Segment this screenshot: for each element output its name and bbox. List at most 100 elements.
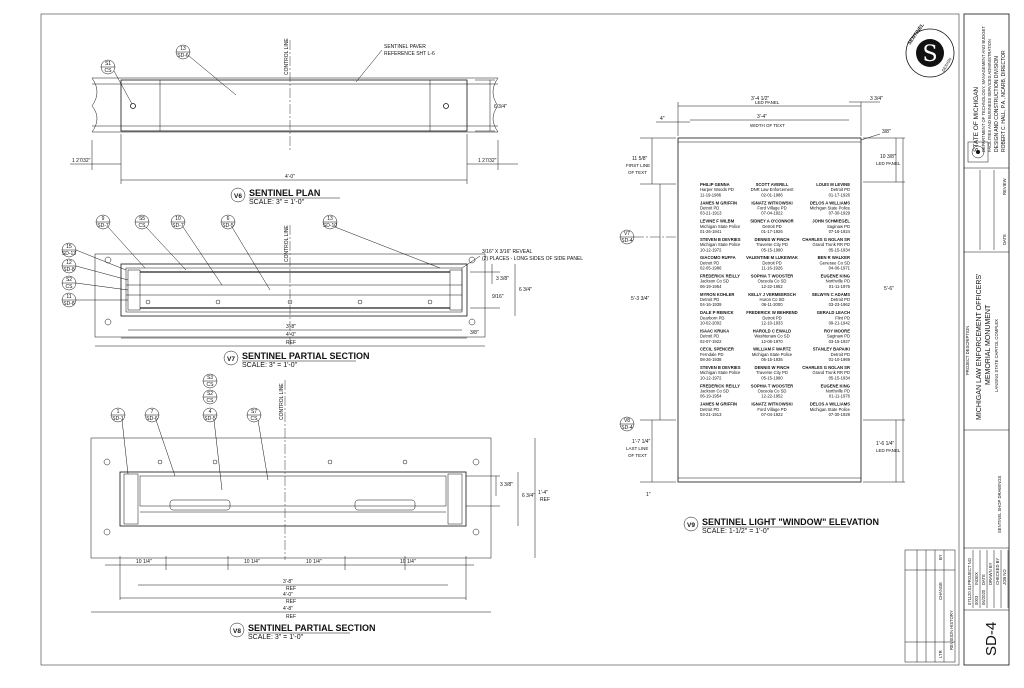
officer-name: DALE P REINICK	[700, 310, 734, 315]
svg-text:PROJECT DESCRIPTION: PROJECT DESCRIPTION	[965, 326, 970, 375]
officer-date: 05-15-1990	[761, 247, 783, 252]
officer-name: SIDNEY A O'CONNOR	[750, 219, 793, 224]
dim-10-3-8: 10 3/8"	[880, 154, 896, 160]
info-label: DRAWN BY	[988, 562, 993, 585]
officer-date: 12-06-1970	[761, 339, 783, 344]
view-v6-plan: CONTROL LINE S1 CS 13 SD-6 SENTINEL PAVE…	[70, 38, 518, 206]
svg-text:REF: REF	[286, 599, 296, 605]
paver-outline	[91, 77, 499, 133]
svg-text:SD-6: SD-6	[177, 53, 189, 59]
svg-text:DESIGN AND CONSTRUCTION DIVISI: DESIGN AND CONSTRUCTION DIVISION	[994, 56, 1000, 152]
dim-5-3-3-4: 5'-3 3/4"	[631, 296, 650, 302]
officer-date: 04-16-1939	[700, 302, 722, 307]
officer-date: 10-02-2002	[700, 321, 722, 326]
svg-text:V7: V7	[624, 231, 630, 237]
dim-1-27-32-left: 1 27/32"	[72, 158, 91, 164]
dim-1-4: 1'-4"	[538, 490, 548, 496]
callout-11-sd8: 11 SD-8	[61, 292, 128, 308]
dim-4-8: 4'-8"	[283, 606, 293, 612]
callout-s7-cs: S7 CS	[246, 407, 269, 481]
svg-text:SCALE: 3" = 1'-0": SCALE: 3" = 1'-0"	[242, 362, 298, 369]
svg-text:SD-13: SD-13	[62, 251, 76, 257]
officer-date: 10-12-1972	[700, 247, 722, 252]
officer-date: 02-05-1986	[700, 266, 722, 271]
info-label: CHECKED BY	[995, 558, 1000, 585]
svg-text:LED PANEL: LED PANEL	[755, 100, 780, 105]
officer-agency: Detroit PD	[700, 297, 719, 302]
svg-text:V8: V8	[233, 628, 241, 635]
svg-text:LAST LINE: LAST LINE	[626, 446, 648, 451]
officer-date: 05-15-1990	[761, 375, 783, 380]
svg-text:SD-4: SD-4	[621, 425, 633, 431]
callout-s2-cs: S2 CS	[61, 275, 129, 291]
dim-3-3-8: 3 3/8"	[496, 276, 509, 282]
svg-text:FIRST LINE: FIRST LINE	[626, 163, 650, 168]
dim-11-5-8: 11 5/8"	[632, 156, 648, 162]
officer-date: 06-11-2000	[761, 302, 783, 307]
svg-text:DEPARTMENT OF TECHNOLOGY, MANA: DEPARTMENT OF TECHNOLOGY, MANAGEMENT AND…	[981, 26, 986, 152]
officer-date: 01-11-1976	[829, 284, 851, 289]
callout-12-sd8: 12 SD-8	[61, 258, 129, 281]
officer-name: JAMES M GRIFFIN	[700, 200, 737, 205]
officer-name: GERALD LEACH	[817, 310, 850, 315]
info-label: DATE	[981, 574, 986, 585]
svg-text:SD-5: SD-5	[204, 416, 216, 422]
officer-date: 03-21-1913	[700, 412, 722, 417]
officer-agency: Ford Village PD	[757, 206, 786, 211]
officer-agency: Osceola Co SD	[758, 279, 787, 284]
svg-text:9: 9	[102, 216, 105, 222]
revision-history-table: REVISION HISTORY CHANGE BY LTR	[904, 549, 956, 663]
svg-text:V9: V9	[687, 522, 695, 529]
dim-1: 1"	[646, 492, 651, 498]
officer-name: MYRON KOHLER	[700, 292, 734, 297]
officer-name: CECIL SPENCER	[700, 347, 734, 352]
officer-agency: Dearborn PD	[700, 315, 724, 320]
dim-10-1-4: 10 1/4"	[136, 559, 152, 565]
officer-name: EUGENE KING	[821, 274, 850, 279]
section-marker-v7: V7 SD-4	[619, 229, 676, 245]
officer-name: STEVEN B DEVRIES	[700, 237, 741, 242]
officer-name: FREDERICK REILLY	[700, 274, 740, 279]
officer-agency: Grand Trunk RR PD	[813, 242, 850, 247]
svg-text:V8: V8	[624, 418, 630, 424]
svg-text:S3: S3	[207, 375, 213, 381]
view-v7-section: CONTROL LINE 9 SD-7 S5 CS 10 SD-7 6 SD-5	[61, 214, 583, 369]
svg-text:6 3/4": 6 3/4"	[522, 493, 535, 499]
svg-text:WIDTH OF TEXT: WIDTH OF TEXT	[750, 123, 785, 128]
officer-date: 03-23-1962	[829, 302, 851, 307]
michigan-seal	[967, 141, 989, 163]
svg-text:13: 13	[327, 216, 333, 222]
info-value: 06/2020	[981, 589, 986, 605]
svg-text:4'-0": 4'-0"	[283, 592, 293, 598]
officer-date: 01-17-1926	[829, 192, 851, 197]
officer-date: 04-06-1971	[829, 266, 851, 271]
dim-9-16: 9/16"	[492, 294, 504, 300]
officer-date: 09-21-1942	[829, 321, 851, 326]
svg-text:REF: REF	[286, 340, 296, 346]
officer-name: KELLY J VERMEERSCH	[748, 292, 795, 297]
officer-name: EUGENE KING	[821, 383, 850, 388]
svg-text:CS: CS	[207, 398, 215, 404]
dim-3-4: 3'-4"	[757, 114, 767, 120]
officer-agency: Detroit PD	[700, 334, 719, 339]
callout-6-sd5: 6 SD-5	[220, 214, 271, 291]
svg-text:3 3/8": 3 3/8"	[500, 482, 513, 488]
v8-base-slab	[90, 437, 492, 559]
sentinel-logo: S SENTINEL DESIGN	[905, 22, 955, 78]
svg-text:REF: REF	[286, 614, 296, 620]
view-title-v7: SENTINEL PARTIAL SECTION	[242, 351, 370, 361]
reveal-note: 3/16" X 3/16" REVEAL	[482, 249, 532, 255]
dim-4-0: 4'-0"	[285, 174, 295, 180]
officer-name: DENNIS W FINCH	[755, 237, 790, 242]
officer-date: 07-30-1929	[829, 211, 851, 216]
officer-name: CHARLES G NOLAN SR	[802, 237, 850, 242]
officer-agency: Jackson Co SD	[700, 279, 729, 284]
svg-text:LANSING STATE CAPITOL COMPLEX: LANSING STATE CAPITOL COMPLEX	[994, 319, 999, 392]
officer-name: VALENTINE M LUKEWIAK	[746, 255, 798, 260]
officer-name: ROY MOORE	[824, 328, 850, 333]
info-label: PROJECT NO	[967, 557, 972, 585]
svg-text:1: 1	[117, 409, 120, 415]
officer-agency: Michigan State Police	[700, 224, 741, 229]
svg-text:LED PANEL: LED PANEL	[876, 161, 901, 166]
